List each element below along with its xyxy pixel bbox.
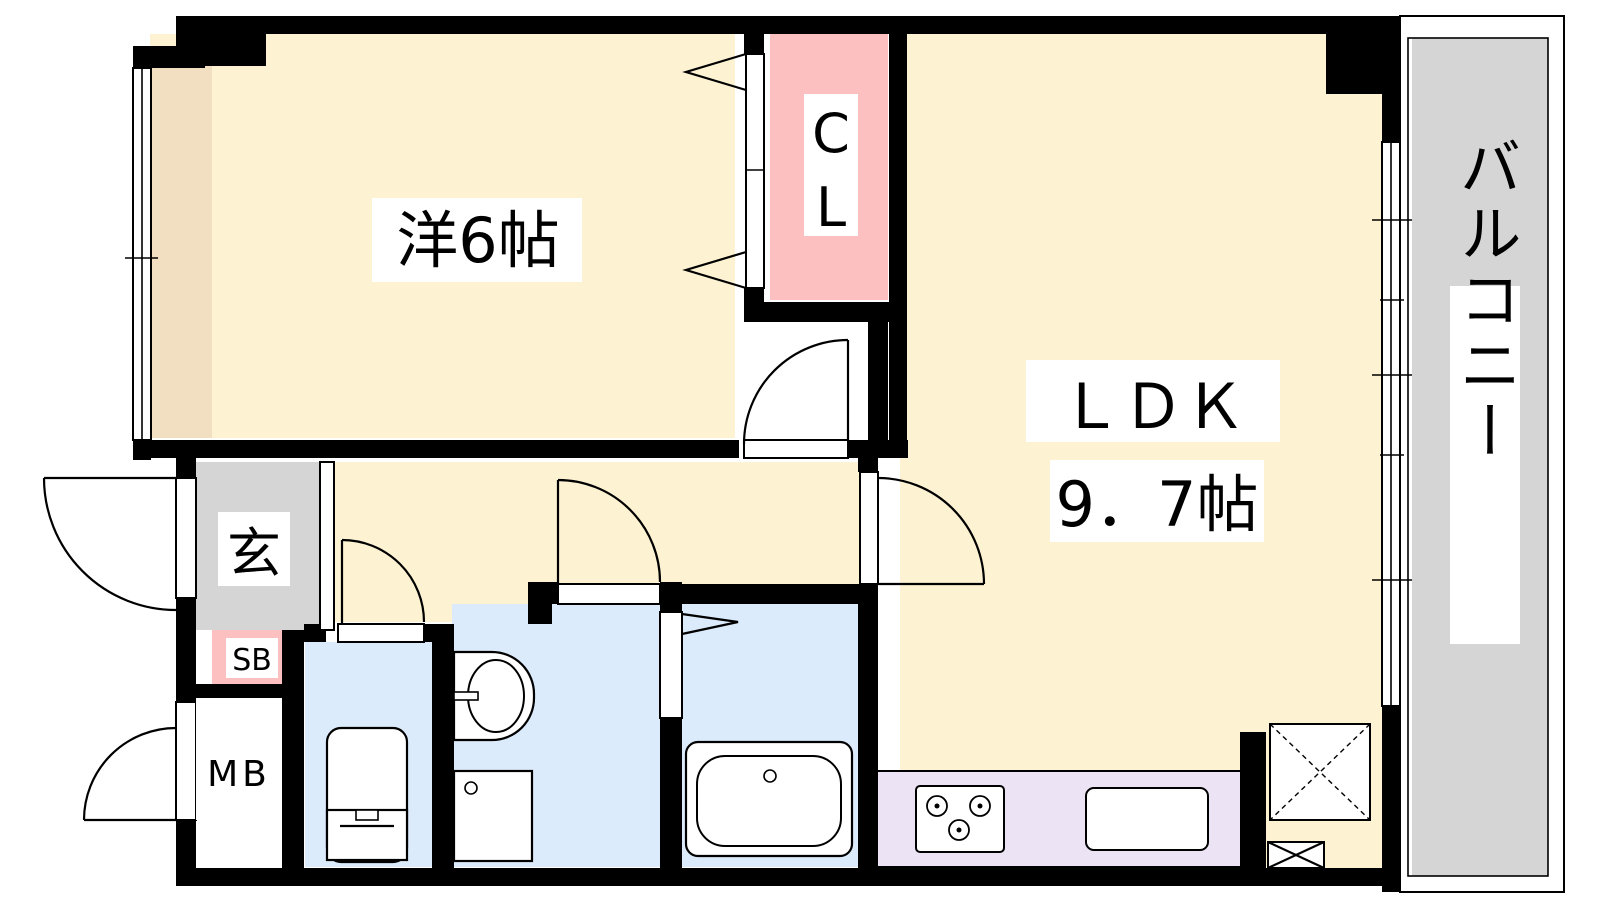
gas-stove — [915, 785, 1005, 853]
western-room-label: 洋6帖 — [396, 204, 559, 277]
closet-label-c: C — [812, 102, 850, 165]
left-window — [125, 67, 158, 441]
entrance-label: 玄 — [227, 522, 281, 585]
right-window — [1372, 141, 1412, 707]
vent-box — [1267, 841, 1325, 869]
doors — [42, 338, 986, 822]
balcony-rail — [1399, 15, 1565, 893]
balcony-label: バルコニー — [1449, 135, 1522, 465]
refrigerator-space — [1269, 723, 1371, 821]
ldk-label: ＬＤＫ — [1060, 370, 1246, 443]
kitchen-sink — [1085, 787, 1209, 851]
closet-doors — [682, 52, 765, 290]
window-strip-floor — [150, 66, 212, 438]
toilet-fixture — [325, 726, 409, 864]
meter-box-label: MB — [207, 754, 271, 795]
closet-label-l: L — [816, 176, 846, 239]
ldk-size-label: 9．7帖 — [1056, 468, 1259, 541]
washbasin — [452, 650, 536, 863]
meter-box — [196, 698, 282, 820]
bathtub — [684, 740, 854, 858]
shoe-box-label: SB — [232, 643, 272, 678]
